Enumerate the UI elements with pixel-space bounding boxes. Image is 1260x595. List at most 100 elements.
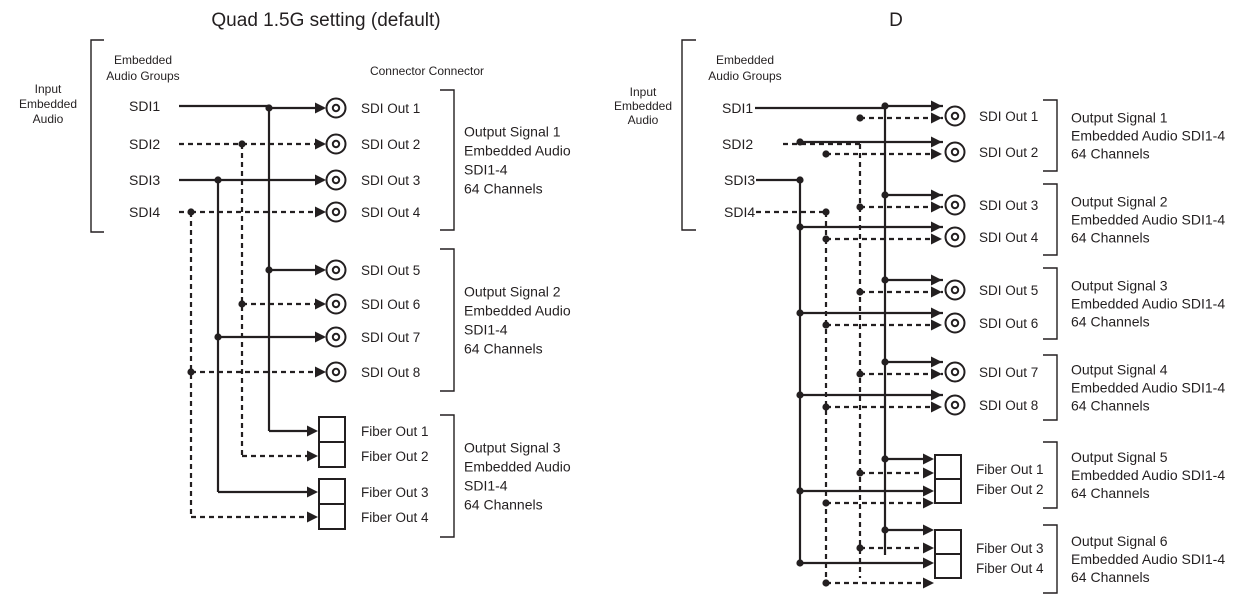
- junction-dot: [856, 203, 864, 211]
- junction-dot: [796, 559, 804, 567]
- output-signal-2-text: Output Signal 2: [464, 284, 561, 300]
- arrowhead: [923, 497, 934, 509]
- right-panel-title: D: [889, 10, 903, 31]
- bracket: [1043, 524, 1058, 594]
- bnc-connector-icon: [325, 361, 347, 383]
- bnc-connector-icon: [944, 312, 966, 334]
- junction-dot: [238, 140, 246, 148]
- output-signal-1-text: Embedded Audio: [464, 143, 571, 159]
- bracket: [90, 39, 104, 233]
- junction-dot: [856, 544, 864, 552]
- bnc-connector-icon: [325, 326, 347, 348]
- output-signal-3-text: 64 Channels: [1071, 314, 1150, 330]
- fiber-out-1-label: Fiber Out 1: [361, 424, 429, 439]
- arrowhead: [931, 221, 942, 233]
- fiber-connector-icon: [934, 454, 962, 480]
- arrowhead: [315, 331, 326, 343]
- arrowhead: [931, 401, 942, 413]
- junction-dot: [822, 321, 830, 329]
- output-signal-1-text: Output Signal 1: [464, 124, 561, 140]
- output-signal-6-text: Output Signal 6: [1071, 533, 1168, 549]
- sdi-out-7-label: SDI Out 7: [979, 365, 1038, 380]
- source-sdi1-label: SDI1: [129, 98, 160, 114]
- bnc-pin-icon: [331, 299, 341, 309]
- input-embedded-audio-label: Input: [630, 85, 657, 99]
- junction-dot: [822, 579, 830, 587]
- arrowhead: [931, 148, 942, 160]
- output-signal-3-text: Embedded Audio: [464, 459, 571, 475]
- bnc-pin-icon: [331, 367, 341, 377]
- junction-dot: [214, 333, 222, 341]
- junction-dot: [856, 370, 864, 378]
- output-signal-2-text: SDI1-4: [464, 322, 508, 338]
- sdi-out-2-label: SDI Out 2: [979, 145, 1038, 160]
- bnc-connector-icon: [944, 105, 966, 127]
- arrowhead: [923, 524, 934, 536]
- bnc-pin-icon: [331, 175, 341, 185]
- arrowhead: [923, 577, 934, 589]
- bracket: [1043, 99, 1058, 172]
- bnc-connector-icon: [325, 169, 347, 191]
- arrowhead: [931, 319, 942, 331]
- arrowhead: [315, 298, 326, 310]
- arrowhead: [923, 557, 934, 569]
- bnc-pin-icon: [950, 367, 960, 377]
- output-signal-1-text: SDI1-4: [464, 162, 508, 178]
- junction-dot: [238, 300, 246, 308]
- output-signal-2-text: Embedded Audio: [464, 303, 571, 319]
- junction-dot: [822, 150, 830, 158]
- arrowhead: [931, 286, 942, 298]
- bracket: [440, 248, 455, 392]
- arrowhead: [931, 274, 942, 286]
- arrowhead: [931, 201, 942, 213]
- junction-dot: [881, 455, 889, 463]
- bnc-connector-icon: [325, 259, 347, 281]
- fiber-connector-icon: [318, 478, 346, 505]
- source-sdi1-label: SDI1: [722, 100, 753, 116]
- output-signal-2-text: Output Signal 2: [1071, 194, 1168, 210]
- bnc-pin-icon: [950, 318, 960, 328]
- junction-dot: [187, 208, 195, 216]
- bnc-pin-icon: [331, 332, 341, 342]
- bracket: [440, 89, 455, 231]
- output-signal-3-text: Output Signal 3: [464, 440, 561, 456]
- bracket: [681, 39, 696, 231]
- output-signal-4-text: Output Signal 4: [1071, 362, 1168, 378]
- output-signal-6-text: Embedded Audio SDI1-4: [1071, 551, 1225, 567]
- source-sdi3-label: SDI3: [129, 172, 160, 188]
- fiber-out-3-label: Fiber Out 3: [976, 541, 1044, 556]
- input-embedded-audio-label: Input: [35, 82, 62, 96]
- arrowhead: [315, 264, 326, 276]
- embedded-audio-groups-label: Audio Groups: [106, 69, 179, 83]
- junction-dot: [796, 391, 804, 399]
- bnc-connector-icon: [325, 201, 347, 223]
- output-signal-3-text: SDI1-4: [464, 478, 508, 494]
- arrowhead: [307, 450, 318, 462]
- output-signal-6-text: 64 Channels: [1071, 569, 1150, 585]
- input-embedded-audio-label: Embedded: [19, 97, 77, 111]
- junction-dot: [214, 176, 222, 184]
- output-signal-5-text: 64 Channels: [1071, 485, 1150, 501]
- sdi-out-8-label: SDI Out 8: [979, 398, 1038, 413]
- bnc-connector-icon: [944, 226, 966, 248]
- source-sdi2-label: SDI2: [722, 136, 753, 152]
- fiber-connector-icon: [934, 553, 962, 579]
- junction-dot: [796, 309, 804, 317]
- junction-dot: [822, 235, 830, 243]
- output-signal-3-text: Embedded Audio SDI1-4: [1071, 296, 1225, 312]
- sdi-out-2-label: SDI Out 2: [361, 137, 420, 152]
- arrowhead: [931, 307, 942, 319]
- bnc-connector-icon: [944, 279, 966, 301]
- bnc-pin-icon: [331, 265, 341, 275]
- fiber-connector-icon: [934, 529, 962, 555]
- output-signal-4-text: Embedded Audio SDI1-4: [1071, 380, 1225, 396]
- fiber-connector-icon: [318, 441, 346, 468]
- connector-header-label: Connector Connector: [370, 64, 484, 78]
- output-signal-2-text: 64 Channels: [464, 341, 543, 357]
- sdi-out-5-label: SDI Out 5: [361, 263, 420, 278]
- source-sdi4-label: SDI4: [129, 204, 160, 220]
- arrowhead: [307, 511, 318, 523]
- routing-wires: [179, 100, 943, 589]
- arrowhead: [931, 189, 942, 201]
